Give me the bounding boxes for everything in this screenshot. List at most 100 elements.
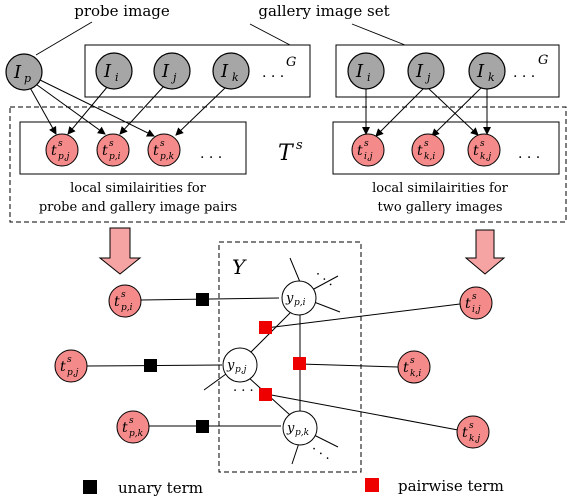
unary-factor-3 bbox=[196, 420, 209, 433]
svg-text:t: t bbox=[462, 425, 468, 441]
legend-unary-swatch bbox=[83, 480, 97, 494]
svg-text:j: j bbox=[170, 71, 177, 84]
svg-text:p,i: p,i bbox=[109, 152, 121, 162]
probe-to-sim-arrows bbox=[27, 77, 227, 137]
svg-text:y: y bbox=[286, 421, 295, 436]
svg-text:i: i bbox=[367, 71, 371, 84]
svg-text:s: s bbox=[58, 139, 63, 149]
svg-text:k: k bbox=[488, 71, 495, 84]
field-sim-p-k: t s p,k bbox=[116, 410, 150, 444]
legend-pairwise-label: pairwise term bbox=[398, 477, 504, 495]
pairwise-factor-1 bbox=[259, 321, 272, 334]
svg-text:p,k: p,k bbox=[129, 429, 143, 439]
svg-text:s: s bbox=[480, 139, 485, 149]
svg-text:s: s bbox=[67, 355, 72, 365]
gallery-set-box-left bbox=[84, 44, 311, 98]
caption-right-line1: local similairities for bbox=[372, 181, 509, 196]
svg-text:k: k bbox=[232, 71, 239, 84]
gallery-image-node-j-left: I j bbox=[153, 52, 191, 90]
svg-text:I: I bbox=[355, 61, 364, 82]
pairwise-factor-3 bbox=[259, 388, 272, 401]
gallery-image-node-i-left: I i bbox=[95, 52, 133, 90]
field-sim-k-i: t s k,i bbox=[397, 350, 431, 384]
svg-text:k,i: k,i bbox=[410, 369, 421, 379]
svg-text:I: I bbox=[476, 61, 485, 82]
svg-text:t: t bbox=[465, 296, 471, 312]
gallery-image-node-k-left: I k bbox=[212, 52, 250, 90]
var-node-p-i: y p,i bbox=[281, 280, 317, 316]
gallery-label-leader-right bbox=[351, 23, 406, 46]
model-ellipsis-mid: . . . bbox=[233, 380, 254, 395]
svg-text:y: y bbox=[226, 358, 235, 373]
gallery-ellipsis-left: . . . bbox=[262, 65, 284, 81]
svg-text:t: t bbox=[357, 143, 363, 159]
sim-node-top-right-1: t s i,j bbox=[351, 133, 385, 167]
field-sim-p-j: t s p,j bbox=[54, 349, 88, 383]
caption-left-line1: local similairities for bbox=[70, 181, 207, 196]
svg-text:p,j: p,j bbox=[67, 368, 79, 378]
var-node-p-j: y p,j bbox=[222, 347, 258, 383]
gallery-to-sim-arrows bbox=[362, 85, 491, 137]
svg-text:k,j: k,j bbox=[469, 434, 480, 444]
svg-text:p,j: p,j bbox=[235, 365, 247, 375]
svg-text:s: s bbox=[129, 416, 134, 426]
svg-text:s: s bbox=[472, 292, 477, 302]
legend-unary-label: unary term bbox=[118, 479, 203, 497]
gallery-image-node-k-right: I k bbox=[468, 52, 506, 90]
svg-text:i: i bbox=[115, 71, 119, 84]
svg-text:s: s bbox=[109, 139, 114, 149]
model-region bbox=[218, 241, 362, 473]
svg-text:k,i: k,i bbox=[424, 152, 435, 162]
svg-text:t: t bbox=[114, 294, 120, 310]
model-symbol: Y bbox=[232, 255, 247, 279]
gallery-ellipsis-right: . . . bbox=[513, 65, 535, 81]
svg-text:y: y bbox=[285, 291, 294, 306]
gallery-image-node-j-right: I j bbox=[407, 52, 445, 90]
gallery-image-node-i-right: I i bbox=[347, 52, 385, 90]
svg-text:p,k: p,k bbox=[160, 152, 174, 162]
gallery-set-box-right bbox=[335, 44, 560, 98]
right-sims-ellipsis: . . . bbox=[518, 146, 540, 162]
field-sim-k-j: t s k,j bbox=[456, 415, 490, 449]
probe-gallery-sims-box bbox=[19, 121, 247, 175]
svg-text:p,i: p,i bbox=[294, 298, 306, 308]
svg-text:i,j: i,j bbox=[364, 152, 373, 162]
model-ellipsis-top: . . . bbox=[313, 265, 338, 290]
svg-text:k,j: k,j bbox=[480, 152, 491, 162]
field-sim-i-j: t s i,j bbox=[459, 286, 493, 320]
svg-text:j: j bbox=[424, 71, 431, 84]
sim-node-top-right-2: t s k,i bbox=[411, 133, 445, 167]
svg-text:s: s bbox=[160, 139, 165, 149]
svg-text:s: s bbox=[121, 290, 126, 300]
svg-text:t: t bbox=[153, 143, 159, 159]
caption-right-line2: two gallery images bbox=[377, 200, 502, 215]
svg-text:I: I bbox=[415, 61, 424, 82]
svg-text:t: t bbox=[473, 143, 479, 159]
svg-text:p,i: p,i bbox=[121, 303, 133, 313]
svg-text:s: s bbox=[410, 356, 415, 366]
svg-text:t: t bbox=[60, 359, 66, 375]
down-arrow-right bbox=[464, 229, 506, 275]
local-similarities-region bbox=[9, 106, 567, 223]
svg-text:p,j: p,j bbox=[58, 152, 70, 162]
svg-text:s: s bbox=[364, 139, 369, 149]
down-arrow-left bbox=[98, 227, 142, 275]
svg-text:p,k: p,k bbox=[295, 428, 309, 438]
svg-text:I: I bbox=[13, 62, 22, 83]
pairwise-factor-2 bbox=[293, 357, 306, 370]
svg-text:I: I bbox=[220, 61, 229, 82]
gallery-image-set-label: gallery image set bbox=[258, 2, 389, 20]
svg-text:t: t bbox=[403, 360, 409, 376]
caption-left-line2: probe and gallery image pairs bbox=[39, 200, 237, 215]
unary-factor-2 bbox=[144, 359, 157, 372]
svg-text:t: t bbox=[102, 143, 108, 159]
svg-text:t: t bbox=[417, 143, 423, 159]
svg-text:t: t bbox=[51, 143, 57, 159]
gallery-label-leader-left bbox=[249, 23, 291, 46]
gallery-set-symbol-right: G bbox=[538, 53, 548, 68]
left-sims-ellipsis: . . . bbox=[200, 146, 222, 162]
sim-node-top-left-1: t s p,j bbox=[45, 133, 79, 167]
sim-node-top-left-3: t s p,k bbox=[147, 133, 181, 167]
sim-node-top-left-2: t s p,i bbox=[96, 133, 130, 167]
